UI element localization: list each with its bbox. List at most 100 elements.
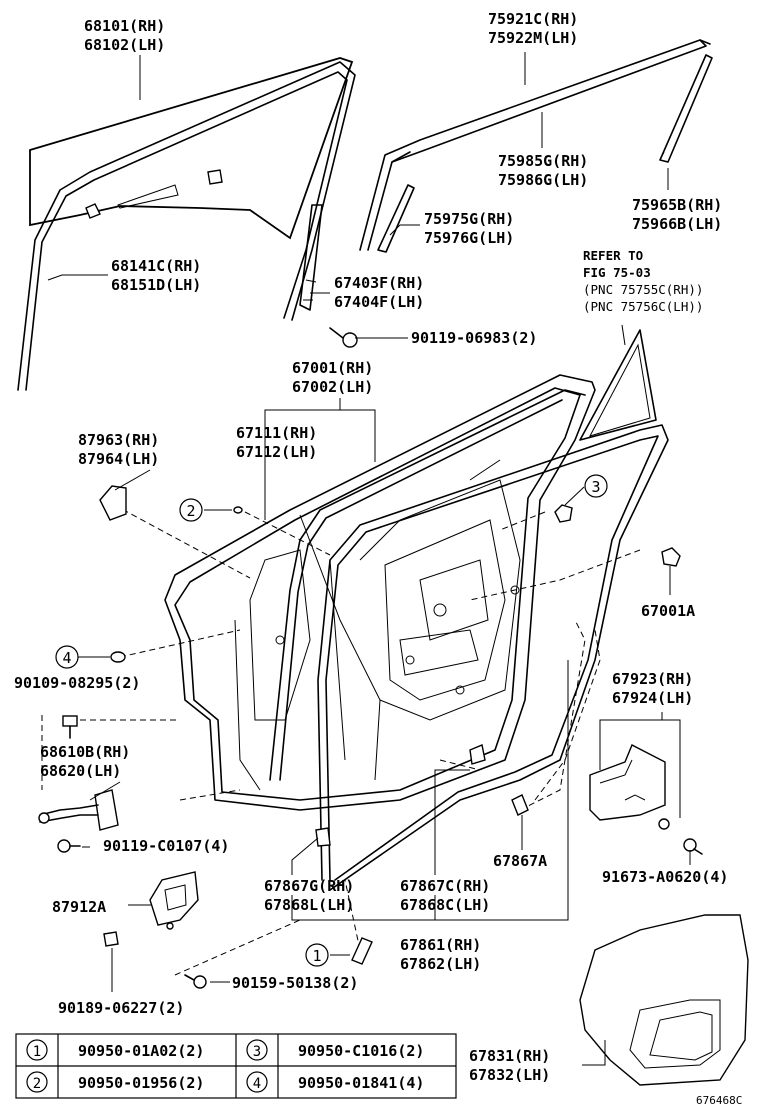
label-molding-rh: 75921C(RH) bbox=[488, 10, 578, 28]
part-labels: 68101(RH) 68102(LH) 75921C(RH) 75922M(LH… bbox=[14, 10, 742, 1107]
door-glass bbox=[29, 57, 354, 240]
label-seal-rh: 67861(RH) bbox=[400, 936, 481, 954]
label-screw-50138: 90159-50138(2) bbox=[232, 974, 358, 992]
bolt-c0107 bbox=[57, 839, 81, 853]
label-panel-lh: 67002(LH) bbox=[292, 378, 373, 396]
door-weatherstrip bbox=[269, 389, 586, 781]
legend-table: 1 90950-01A02(2) 2 90950-01956(2) 3 9095… bbox=[15, 1033, 457, 1099]
label-ref-code: 676468C bbox=[696, 1094, 742, 1107]
bracket-87912a bbox=[149, 871, 199, 930]
legend-num-2: 2 bbox=[33, 1076, 41, 1092]
callout-3-number: 3 bbox=[591, 478, 600, 496]
access-hole-cover bbox=[589, 744, 666, 821]
callout-1: 1 bbox=[305, 943, 329, 967]
legend-row-2: 2 90950-01956(2) bbox=[26, 1071, 204, 1093]
callout-3: 3 bbox=[584, 474, 608, 498]
label-sheet-lh: 67832(LH) bbox=[469, 1066, 550, 1084]
clip-67001a bbox=[661, 547, 681, 567]
refer-line-1: REFER TO bbox=[583, 248, 643, 263]
label-frame-mold-rh: 75965B(RH) bbox=[632, 196, 722, 214]
callout-2-number: 2 bbox=[186, 502, 195, 520]
label-clip-06227: 90189-06227(2) bbox=[58, 999, 184, 1017]
legend-num-1: 1 bbox=[33, 1044, 41, 1060]
screw-50138 bbox=[184, 974, 207, 989]
callout-2: 2 bbox=[179, 498, 203, 522]
clip-67867c bbox=[469, 744, 486, 765]
plug-3 bbox=[554, 504, 573, 523]
leader-lines bbox=[47, 52, 691, 1066]
bolt-08295 bbox=[41, 715, 78, 790]
label-run-rh: 68141C(RH) bbox=[111, 257, 201, 275]
label-cover-lh: 67924(LH) bbox=[612, 689, 693, 707]
label-seal-lh: 67862(LH) bbox=[400, 955, 481, 973]
sash-molding bbox=[377, 184, 415, 253]
label-bolt-06983: 90119-06983(2) bbox=[411, 329, 537, 347]
callout-4-number: 4 bbox=[62, 649, 71, 667]
label-check-rh: 68610B(RH) bbox=[40, 743, 130, 761]
door-opening-seal bbox=[317, 424, 669, 891]
clip-67867a bbox=[511, 794, 529, 816]
bolt-06983 bbox=[329, 327, 358, 348]
label-cover-rh: 67923(RH) bbox=[612, 670, 693, 688]
label-belt-rh: 75985G(RH) bbox=[498, 152, 588, 170]
label-channel-rh: 67403F(RH) bbox=[334, 274, 424, 292]
label-belt-lh: 75986G(LH) bbox=[498, 171, 588, 189]
belt-molding-strip bbox=[659, 54, 713, 163]
door-panel bbox=[164, 374, 596, 811]
hole-plug-67867g bbox=[315, 827, 331, 847]
label-check-lh: 68620(LH) bbox=[40, 762, 121, 780]
plug-2 bbox=[233, 506, 243, 514]
label-bracket: 87912A bbox=[52, 898, 106, 916]
label-frame-mold-lh: 75966B(LH) bbox=[632, 215, 722, 233]
label-molding-lh: 75922M(LH) bbox=[488, 29, 578, 47]
plug-4 bbox=[110, 651, 126, 663]
label-run-lh: 68151D(LH) bbox=[111, 276, 201, 294]
legend-part-1: 90950-01A02(2) bbox=[78, 1042, 204, 1060]
window-frame-molding bbox=[359, 39, 711, 251]
label-weather-lh: 67112(LH) bbox=[236, 443, 317, 461]
label-channel-lh: 67404F(LH) bbox=[334, 293, 424, 311]
quarter-glass-ref bbox=[579, 329, 657, 441]
label-hole-g-rh: 67867G(RH) bbox=[264, 877, 354, 895]
service-hole-cover-sheet bbox=[579, 914, 749, 1086]
label-clip-67001a: 67001A bbox=[641, 602, 695, 620]
callout-4: 4 bbox=[55, 645, 79, 669]
refer-line-3: (PNC 75755C(RH)) bbox=[583, 282, 703, 297]
label-panel-rh: 67001(RH) bbox=[292, 359, 373, 377]
label-sash-mold-rh: 75975G(RH) bbox=[424, 210, 514, 228]
label-clip-67867a: 67867A bbox=[493, 852, 547, 870]
legend-row-3: 3 90950-C1016(2) bbox=[246, 1039, 424, 1061]
screws-a0620 bbox=[658, 818, 703, 855]
dashed-leaders bbox=[70, 499, 641, 976]
legend-part-4: 90950-01841(4) bbox=[298, 1074, 424, 1092]
label-sheet-rh: 67831(RH) bbox=[469, 1047, 550, 1065]
label-mirror-cover-lh: 87964(LH) bbox=[78, 450, 159, 468]
label-glass-rh: 68101(RH) bbox=[84, 17, 165, 35]
legend-num-4: 4 bbox=[253, 1076, 261, 1092]
legend-num-3: 3 bbox=[253, 1044, 261, 1060]
label-glass-lh: 68102(LH) bbox=[84, 36, 165, 54]
glass-channel bbox=[299, 204, 323, 311]
label-hole-c-rh: 67867C(RH) bbox=[400, 877, 490, 895]
glass-run bbox=[17, 61, 356, 391]
callout-1-number: 1 bbox=[312, 947, 321, 965]
mirror-cover bbox=[99, 485, 127, 521]
label-weather-rh: 67111(RH) bbox=[236, 424, 317, 442]
label-sash-mold-lh: 75976G(LH) bbox=[424, 229, 514, 247]
legend-part-3: 90950-C1016(2) bbox=[298, 1042, 424, 1060]
refer-line-4: (PNC 75756C(LH)) bbox=[583, 299, 703, 314]
label-bolt-c0107: 90119-C0107(4) bbox=[103, 837, 229, 855]
legend-part-2: 90950-01956(2) bbox=[78, 1074, 204, 1092]
legend-row-4: 4 90950-01841(4) bbox=[246, 1071, 424, 1093]
clip-06227 bbox=[103, 931, 119, 947]
label-mirror-cover-rh: 87963(RH) bbox=[78, 431, 159, 449]
plug-1 bbox=[351, 937, 373, 965]
label-bolt-08295: 90109-08295(2) bbox=[14, 674, 140, 692]
refer-line-2: FIG 75-03 bbox=[583, 265, 651, 280]
label-hole-l-lh: 67868L(LH) bbox=[264, 896, 354, 914]
legend-row-1: 1 90950-01A02(2) bbox=[26, 1039, 204, 1061]
door-check bbox=[38, 789, 119, 831]
label-screw-a0620: 91673-A0620(4) bbox=[602, 868, 728, 886]
